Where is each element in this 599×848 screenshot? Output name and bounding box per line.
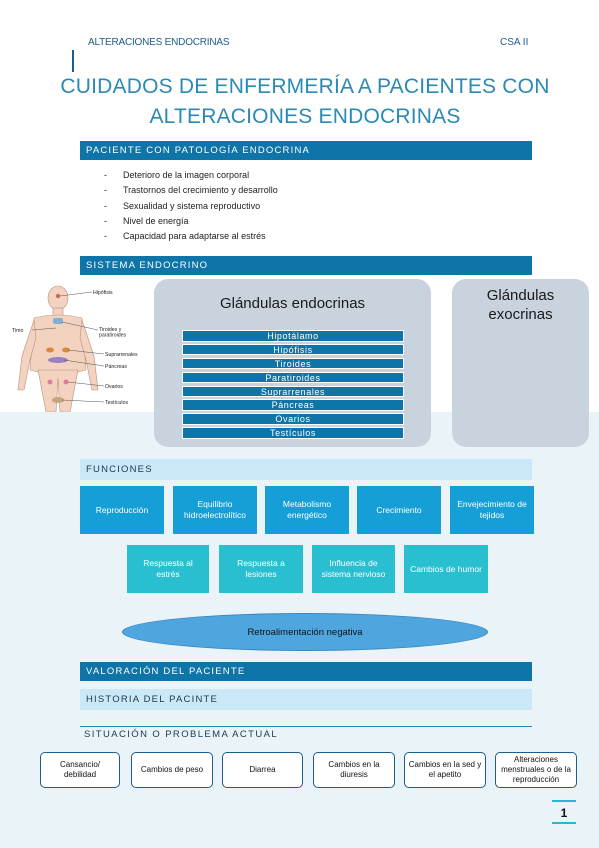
page-number-rule-bottom: [552, 822, 576, 824]
function-box: Metabolismo energético: [265, 486, 349, 534]
figure-label-testiculos: Testículos: [105, 400, 128, 406]
gland-item: Páncreas: [182, 399, 404, 411]
problem-box: Cambios en la diuresis: [313, 752, 395, 788]
patologia-list: -Deterioro de la imagen corporal -Trasto…: [104, 168, 278, 244]
historia-heading: HISTORIA DEL PACINTE: [80, 689, 532, 710]
header-left: ALTERACIONES ENDOCRINAS: [88, 37, 230, 48]
list-item: -Deterioro de la imagen corporal: [104, 170, 250, 180]
situacion-divider: [80, 726, 532, 727]
page-number: 1: [560, 806, 568, 820]
gland-item: Tiroides: [182, 357, 404, 370]
gland-item: Suprarrenales: [182, 385, 404, 398]
problem-box: Cambios de peso: [131, 752, 213, 788]
list-item: -Sexualidad y sistema reproductivo: [104, 200, 261, 211]
function-box: Influencia de sistema nervioso: [312, 545, 395, 593]
header-right: CSA II: [500, 37, 529, 48]
gland-item: Hipófisis: [182, 343, 404, 356]
figure-label-suprarrenales: Suprarrenales: [105, 352, 138, 358]
function-box: Cambios de humor: [404, 545, 488, 593]
list-item: -Trastornos del crecimiento y desarrollo: [104, 185, 278, 196]
exocrine-title-line-2: exocrinas: [488, 306, 553, 323]
page-title: CUIDADOS DE ENFERMERÍA A PACIENTES CON A…: [60, 72, 550, 132]
section-heading-sistema: SISTEMA ENDOCRINO: [80, 256, 532, 275]
function-box: Equilibrio hidroelectrolítico: [173, 486, 257, 534]
function-box: Respuesta a lesiones: [219, 545, 303, 593]
section-heading-funciones: FUNCIONES: [80, 459, 532, 480]
situacion-heading: SITUACIÓN O PROBLEMA ACTUAL: [84, 729, 279, 740]
function-box: Crecimiento: [357, 486, 441, 534]
header-accent-bar: [72, 50, 74, 72]
problem-box: Cansancio/ debilidad: [40, 752, 120, 788]
problem-box: Alteraciones menstruales o de la reprodu…: [495, 752, 577, 788]
exocrine-glands-panel: [452, 279, 589, 447]
problem-box: Cambios en la sed y el apetito: [404, 752, 486, 788]
gland-list: Hipotálamo Hipófisis Tiroides Paratiroid…: [182, 330, 404, 441]
list-item: -Nivel de energía: [104, 215, 189, 226]
function-box: Respuesta al estrés: [127, 545, 209, 593]
figure-label-pancreas: Páncreas: [105, 364, 127, 370]
figure-label-hipofisis: Hipófisis: [93, 290, 113, 296]
figure-label-ovarios: Ovarios: [105, 384, 123, 390]
section-heading-patologia: PACIENTE CON PATOLOGÍA ENDOCRINA: [80, 141, 532, 160]
gland-item: Ovarios: [182, 413, 404, 425]
gland-item: Paratiroides: [182, 371, 404, 384]
title-line-2: ALTERACIONES ENDOCRINAS: [149, 105, 461, 128]
exocrine-title-line-1: Glándulas: [486, 287, 555, 304]
function-box: Reproducción: [80, 486, 164, 534]
feedback-ellipse: Retroalimentación negativa: [122, 613, 488, 651]
list-item: -Capacidad para adaptarse al estrés: [104, 231, 266, 242]
section-heading-valoracion: VALORACIÓN DEL PACIENTE: [80, 662, 532, 681]
title-line-1: CUIDADOS DE ENFERMERÍA A PACIENTES CON: [60, 75, 550, 98]
function-box: Envejecimiento de tejidos: [450, 486, 534, 534]
figure-label-timo: Timo: [12, 328, 23, 334]
gland-item: Testículos: [182, 427, 404, 439]
problem-box: Diarrea: [222, 752, 303, 788]
endocrine-glands-title: Glándulas endocrinas: [219, 295, 366, 312]
page-number-rule-top: [552, 800, 576, 802]
gland-item: Hipotálamo: [182, 330, 404, 342]
exocrine-glands-title: Glándulas exocrinas: [452, 286, 589, 324]
